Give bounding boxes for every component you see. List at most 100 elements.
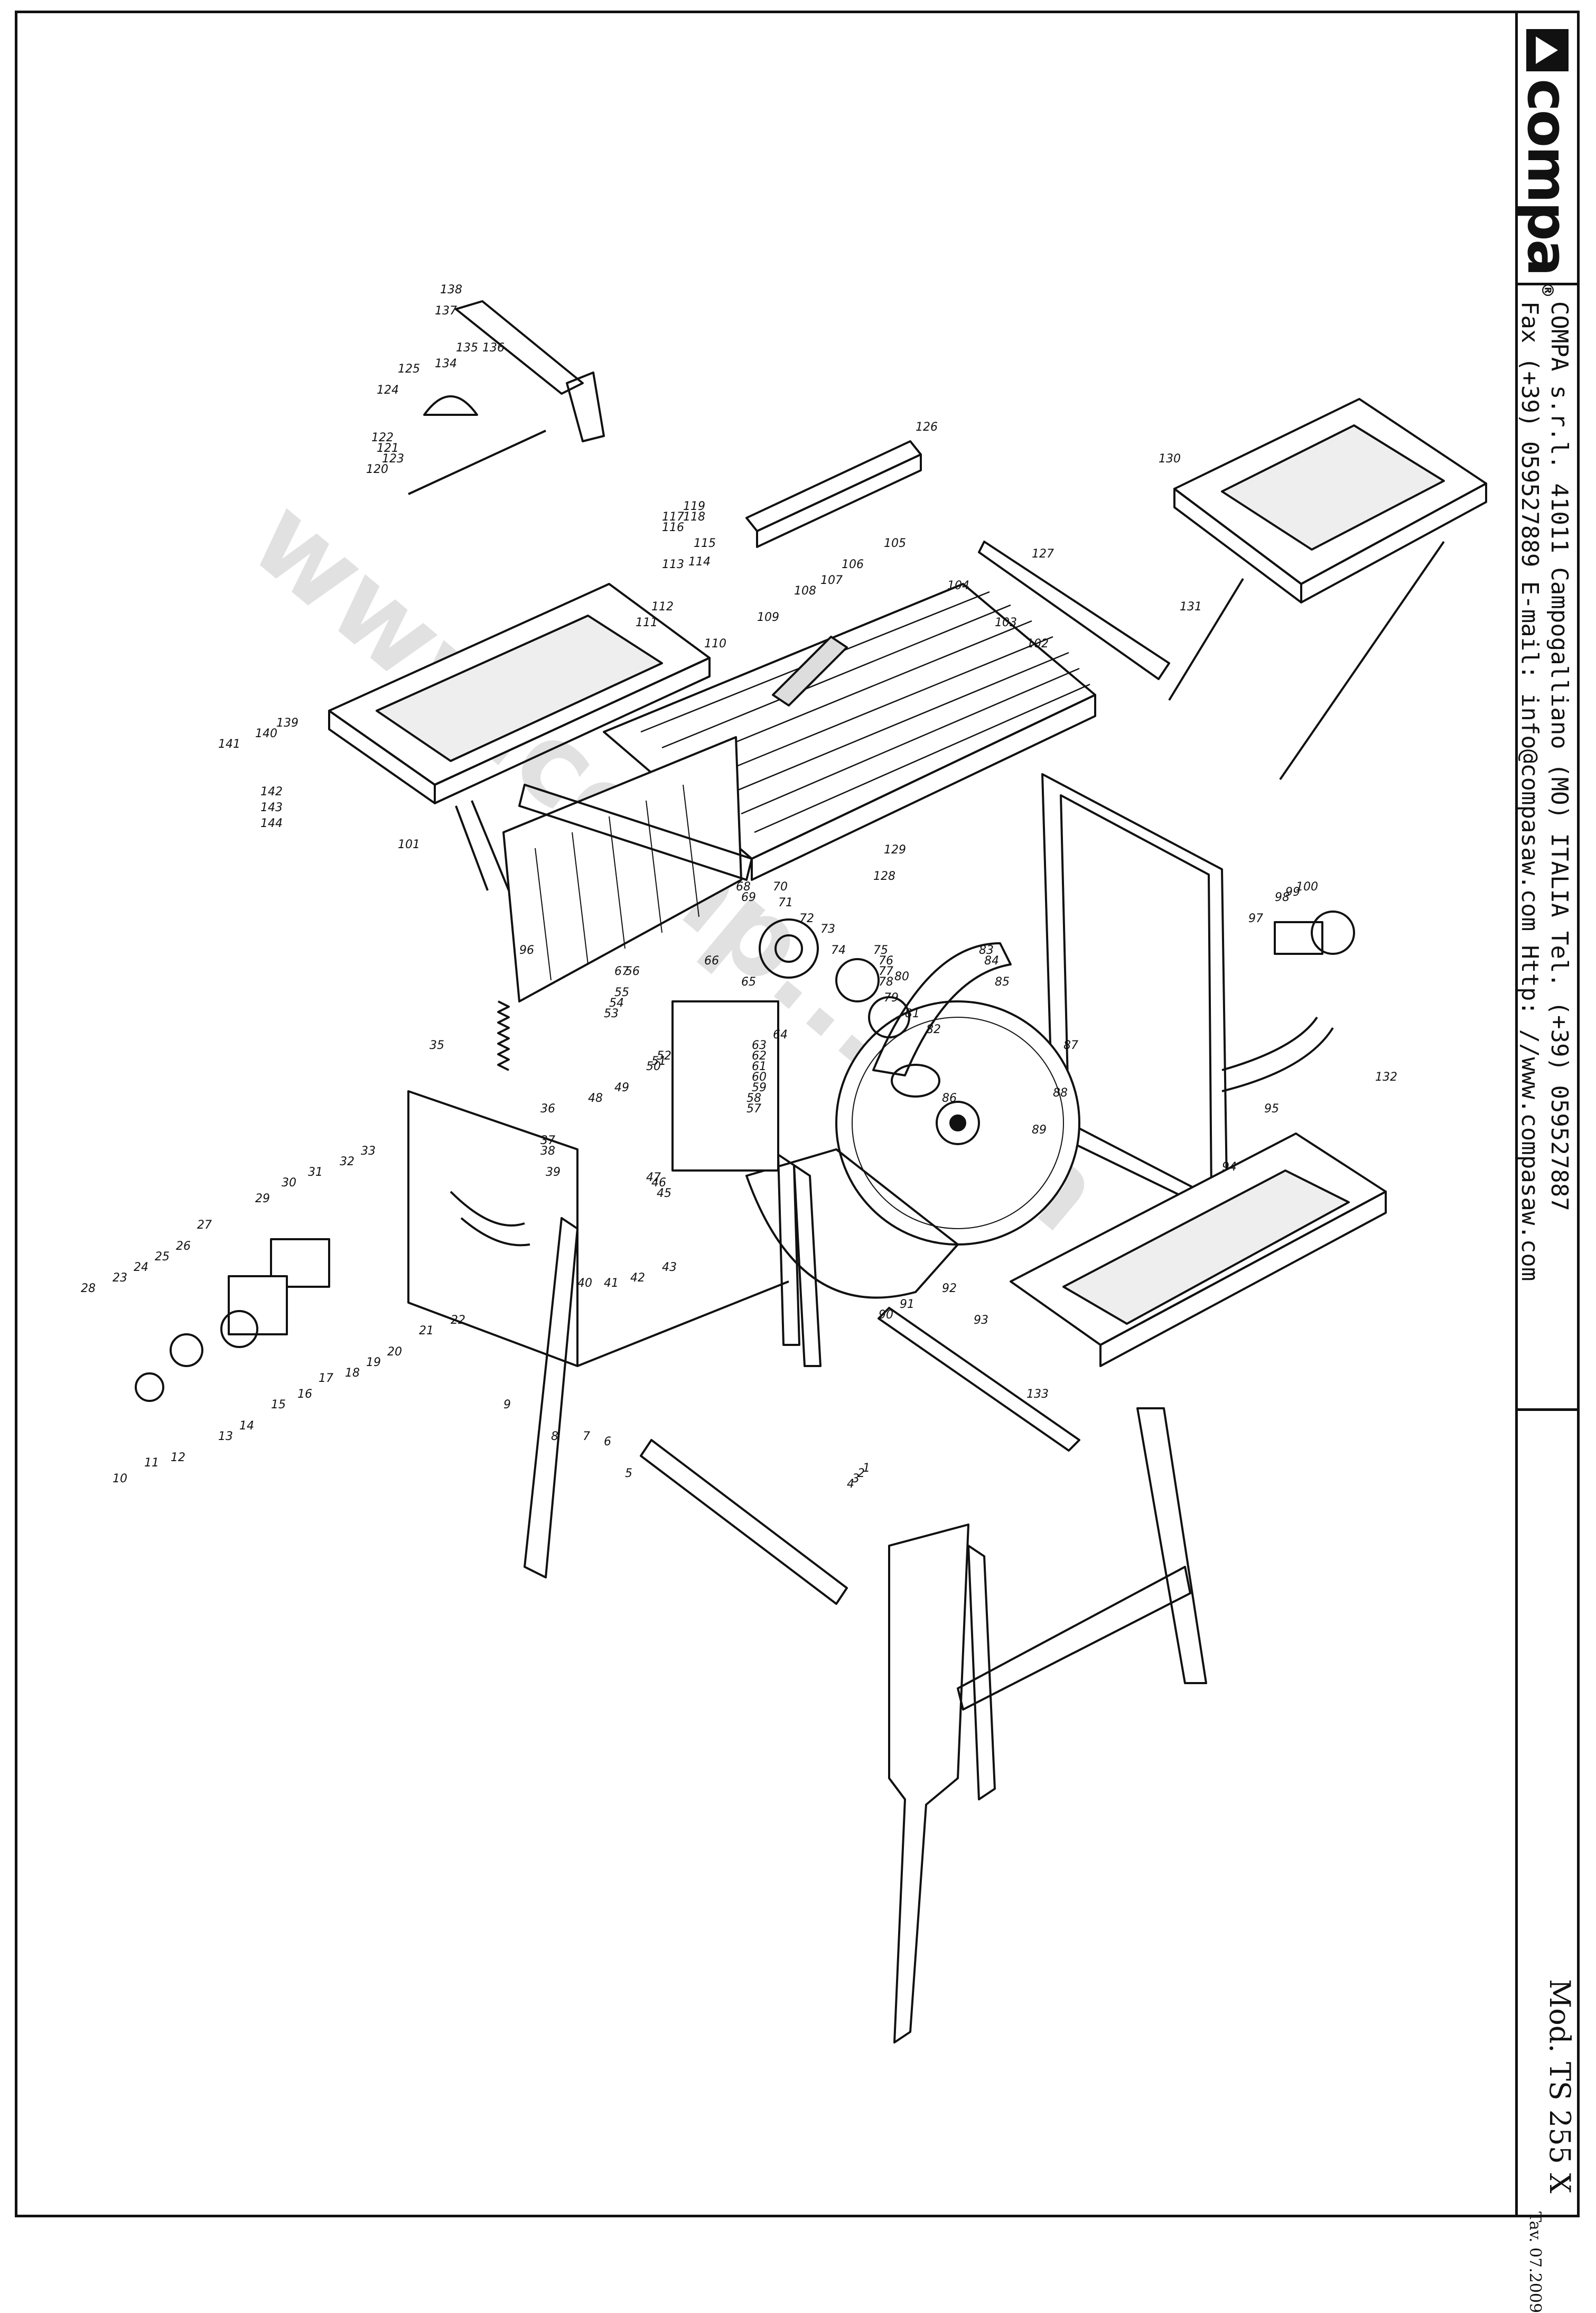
- part-label-74: 74: [831, 944, 846, 957]
- part-label-92: 92: [942, 1282, 957, 1295]
- part-label-106: 106: [842, 558, 864, 571]
- part-label-135: 135: [456, 341, 478, 355]
- part-label-49: 49: [614, 1081, 629, 1094]
- part-label-45: 45: [657, 1187, 671, 1200]
- part-label-53: 53: [604, 1007, 619, 1020]
- part-label-55: 55: [614, 986, 629, 999]
- part-label-5: 5: [625, 1467, 632, 1480]
- part-label-133: 133: [1026, 1388, 1049, 1401]
- part-label-129: 129: [884, 843, 906, 857]
- model-label: Mod. TS 255 X: [1543, 1979, 1576, 2194]
- part-label-1: 1: [863, 1462, 870, 1475]
- part-label-81: 81: [905, 1007, 920, 1020]
- part-label-25: 25: [155, 1250, 170, 1264]
- part-label-17: 17: [319, 1372, 333, 1385]
- part-label-136: 136: [482, 341, 505, 355]
- part-label-114: 114: [688, 555, 711, 569]
- part-label-77: 77: [879, 965, 893, 978]
- part-label-48: 48: [588, 1092, 603, 1105]
- part-label-57: 57: [746, 1102, 761, 1116]
- part-label-143: 143: [260, 801, 283, 814]
- company-info: COMPA s.r.l. 41011 Campogalliano (MO) IT…: [1515, 301, 1574, 1281]
- switch-assembly: [135, 1238, 330, 1402]
- part-label-89: 89: [1032, 1123, 1047, 1137]
- divider: [1518, 283, 1577, 285]
- part-label-69: 69: [741, 891, 756, 904]
- part-label-94: 94: [1222, 1160, 1237, 1174]
- part-label-118: 118: [683, 510, 705, 524]
- part-label-144: 144: [260, 817, 283, 830]
- part-label-109: 109: [757, 611, 779, 624]
- part-label-35: 35: [430, 1039, 444, 1052]
- drawing-sheet: www.comp...com: [15, 11, 1580, 2313]
- part-label-79: 79: [884, 991, 899, 1005]
- part-label-88: 88: [1053, 1086, 1068, 1100]
- part-label-86: 86: [942, 1092, 957, 1105]
- part-label-84: 84: [984, 954, 999, 968]
- part-label-99: 99: [1285, 886, 1300, 899]
- part-label-32: 32: [340, 1155, 354, 1168]
- part-label-58: 58: [746, 1092, 761, 1105]
- part-label-85: 85: [995, 976, 1010, 989]
- part-label-72: 72: [799, 912, 814, 925]
- part-label-132: 132: [1375, 1071, 1397, 1084]
- part-label-51: 51: [651, 1055, 666, 1068]
- part-label-95: 95: [1264, 1102, 1279, 1116]
- part-label-78: 78: [879, 976, 893, 989]
- part-label-18: 18: [345, 1367, 360, 1380]
- part-label-75: 75: [873, 944, 888, 957]
- part-label-23: 23: [113, 1271, 127, 1285]
- part-label-115: 115: [694, 537, 716, 550]
- part-label-6: 6: [604, 1435, 611, 1448]
- part-label-50: 50: [646, 1060, 661, 1073]
- part-label-41: 41: [604, 1277, 619, 1290]
- part-label-43: 43: [662, 1261, 677, 1274]
- right-extension-table: [1168, 398, 1487, 781]
- part-label-110: 110: [704, 637, 726, 651]
- part-label-71: 71: [778, 896, 793, 909]
- part-label-36: 36: [540, 1102, 555, 1116]
- riving-knife: [872, 942, 1012, 1076]
- part-label-12: 12: [171, 1451, 185, 1464]
- part-label-127: 127: [1032, 547, 1054, 561]
- saw-blade: [835, 1000, 1080, 1246]
- part-label-76: 76: [879, 954, 893, 968]
- part-label-102: 102: [1026, 637, 1049, 651]
- part-label-139: 139: [276, 717, 298, 730]
- compa-logo-icon: [1526, 29, 1569, 71]
- part-label-28: 28: [81, 1282, 96, 1295]
- part-label-80: 80: [894, 970, 909, 983]
- part-label-61: 61: [752, 1060, 767, 1073]
- stand-legs: [524, 1154, 1207, 2043]
- model-revision: Tav. 07.2009: [1526, 2212, 1544, 2313]
- part-label-83: 83: [979, 944, 994, 957]
- part-label-56: 56: [625, 965, 640, 978]
- brand-name: compa: [1515, 79, 1580, 275]
- part-label-24: 24: [134, 1261, 148, 1274]
- part-label-19: 19: [366, 1356, 381, 1369]
- part-label-7: 7: [583, 1430, 590, 1443]
- registered-mark: ®: [1538, 282, 1557, 299]
- part-label-126: 126: [916, 421, 938, 434]
- part-label-65: 65: [741, 976, 756, 989]
- part-label-112: 112: [651, 600, 674, 614]
- part-label-15: 15: [271, 1398, 286, 1411]
- part-label-39: 39: [546, 1166, 561, 1179]
- part-label-98: 98: [1275, 891, 1290, 904]
- part-label-14: 14: [239, 1419, 254, 1433]
- part-label-37: 37: [540, 1134, 555, 1147]
- part-label-119: 119: [683, 500, 705, 513]
- part-label-103: 103: [995, 616, 1017, 629]
- part-label-90: 90: [879, 1308, 893, 1322]
- part-label-87: 87: [1063, 1039, 1078, 1052]
- company-info-line1: COMPA s.r.l. 41011 Campogalliano (MO) IT…: [1546, 301, 1573, 1211]
- part-label-11: 11: [144, 1456, 159, 1470]
- part-label-63: 63: [752, 1039, 767, 1052]
- part-label-30: 30: [282, 1176, 296, 1190]
- part-label-101: 101: [398, 838, 420, 851]
- part-label-3: 3: [852, 1472, 860, 1485]
- part-label-128: 128: [873, 870, 895, 883]
- part-label-121: 121: [377, 442, 399, 455]
- part-label-2: 2: [857, 1467, 865, 1480]
- part-label-130: 130: [1159, 452, 1181, 466]
